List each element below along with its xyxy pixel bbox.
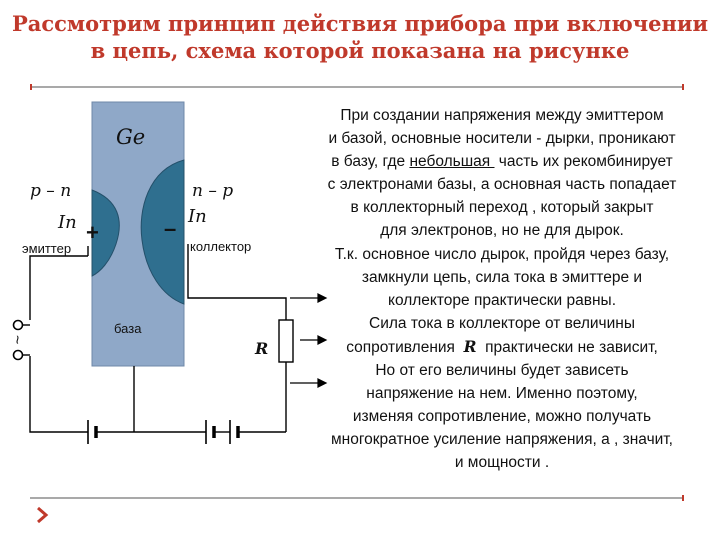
text-fragment: в базу, где xyxy=(331,153,410,171)
material-label: Ge xyxy=(116,125,145,149)
np-junction-label: n – p xyxy=(192,181,233,201)
collector-battery xyxy=(205,420,240,444)
base-label: база xyxy=(114,321,142,336)
resistance-symbol: R xyxy=(463,336,477,356)
top-divider-right-tick xyxy=(682,84,684,90)
plus-sign: + xyxy=(86,220,99,245)
source-terminal-top xyxy=(12,319,24,331)
text-line: коллекторе практически равны. xyxy=(387,291,616,309)
source-terminal-bottom xyxy=(12,349,24,361)
text-line: напряжение на нем. Именно поэтому, xyxy=(366,385,638,403)
emitter-indium-label: In xyxy=(57,212,77,233)
minus-sign: – xyxy=(164,216,176,241)
bottom-divider-right-tick xyxy=(682,495,684,501)
text-line: Но от его величины будет зависеть xyxy=(375,362,629,380)
play-arrow-icon xyxy=(37,506,49,524)
text-line: в коллекторный переход , который закрыт xyxy=(350,199,654,217)
text-line: с электронами базы, а основная часть поп… xyxy=(327,176,677,194)
slide-title: Рассмотрим принцип действия прибора при … xyxy=(0,10,720,64)
text-line: При создании напряжения между эмиттером xyxy=(340,107,664,124)
pn-junction-label: p – n xyxy=(30,181,71,201)
source-symbol: ~ xyxy=(8,335,25,344)
pointer-arrows xyxy=(290,293,328,388)
text-line: и базой, основные носители - дырки, прон… xyxy=(328,130,676,148)
underlined-word: небольшая xyxy=(409,153,495,171)
text-fragment: сопротивления xyxy=(346,338,464,356)
collector-label: коллектор xyxy=(190,239,251,254)
resistor-label: R xyxy=(254,339,268,358)
text-line: сопротивления R практически не зависит, xyxy=(284,335,720,359)
text-fragment: часть их рекомбинирует xyxy=(494,153,673,171)
resistor-symbol xyxy=(278,319,294,363)
explanation-text: При создании напряжения между эмиттером и… xyxy=(284,104,720,475)
text-line: замкнули цепь, сила тока в эмиттере и xyxy=(361,268,643,286)
text-line: многократное усиление напряжения, а , зн… xyxy=(331,431,673,449)
circuit-wires xyxy=(29,244,287,433)
text-line: Т.к. основное число дырок, пройдя через … xyxy=(334,245,670,263)
text-line: для электронов, но не для дырок. xyxy=(380,222,624,240)
emitter-junction xyxy=(91,189,120,277)
emitter-label: эмиттер xyxy=(22,241,71,256)
text-fragment: практически не зависит, xyxy=(476,338,658,356)
top-divider xyxy=(30,84,684,90)
slide-title-line-2: в цепь, схема которой показана на рисунк… xyxy=(90,38,630,63)
collector-junction xyxy=(140,159,185,305)
text-line: в базу, где небольшая часть их рекомбини… xyxy=(284,150,720,173)
text-line: Сила тока в коллекторе от величины xyxy=(369,314,635,332)
collector-indium-label: In xyxy=(187,206,207,227)
emitter-battery xyxy=(87,420,98,444)
slide-title-line-1: Рассмотрим принцип действия прибора при … xyxy=(11,11,709,36)
text-line: изменяя сопротивление, можно получать xyxy=(352,408,652,426)
text-line: и мощности . xyxy=(454,454,550,472)
top-divider-left-tick xyxy=(30,84,32,90)
bottom-divider xyxy=(30,495,684,501)
